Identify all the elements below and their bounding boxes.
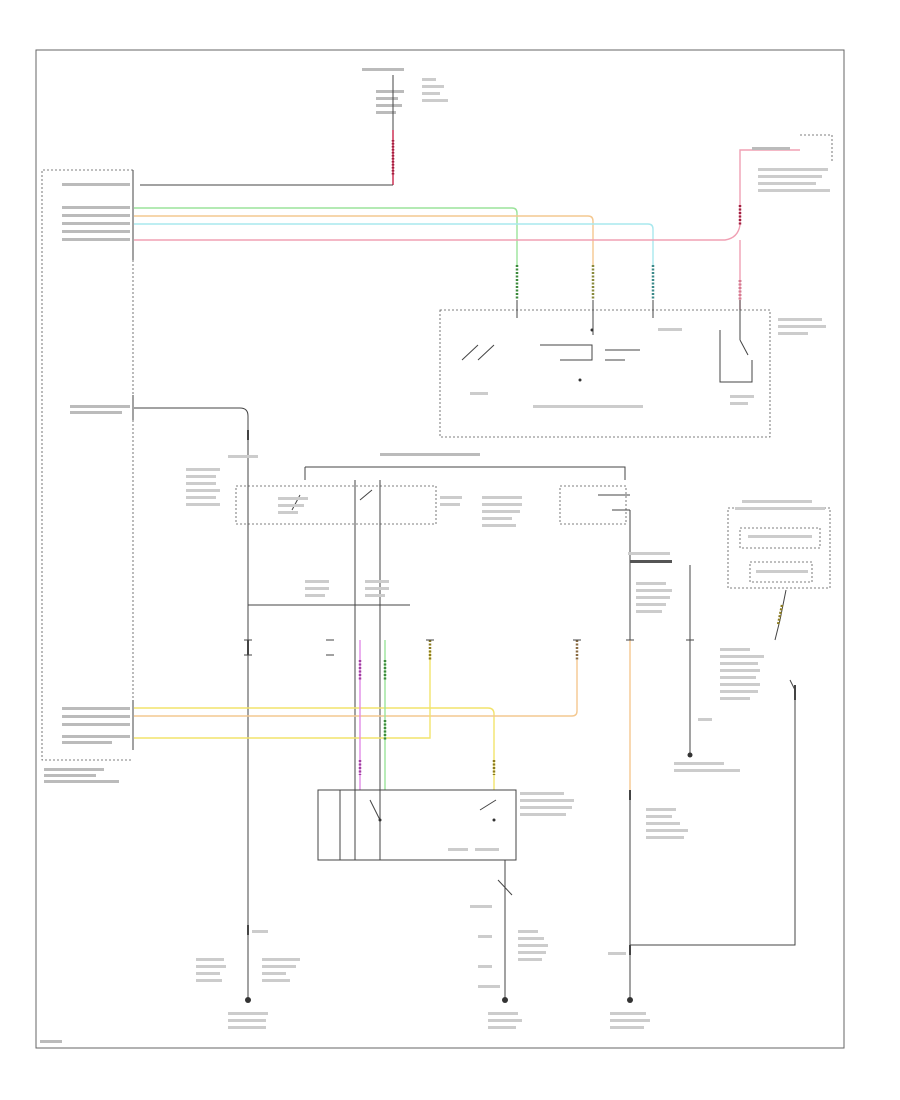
mid-bus [247,580,410,945]
top-right-connector [752,134,833,192]
body-control-module [41,169,134,783]
lamp-switch-assembly [439,300,826,438]
left-signal-wire [134,407,258,480]
ground-g2 [470,905,548,1029]
top-harness [134,149,800,310]
bottom-harness [134,640,631,800]
ground-g1 [196,945,300,1029]
diagram-frame [35,49,845,1049]
ground-g3 [610,997,650,1029]
motor-junction-block [628,552,740,772]
top-fuse [140,68,448,186]
bcm-pin-labels [44,183,130,783]
connector-ticks [244,639,694,656]
lower-runs [247,790,631,1000]
page-ref-mark [40,1040,62,1043]
power-distribution-relay-block [186,453,631,860]
wiper-motor-assembly [630,500,831,946]
washer-pump-motor [317,789,688,1000]
